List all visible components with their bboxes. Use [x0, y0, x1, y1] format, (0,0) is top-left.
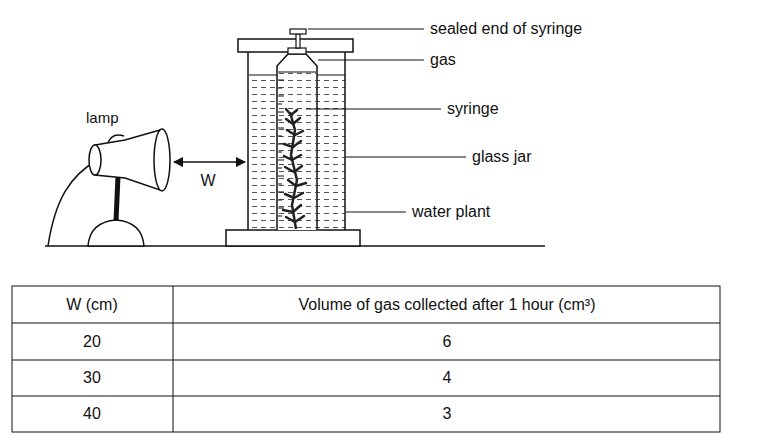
table-header: W (cm) [66, 295, 118, 314]
table-border [12, 286, 720, 432]
syringe-seal [296, 34, 300, 48]
table-cell: 6 [443, 332, 452, 351]
jar-wall [247, 52, 249, 230]
leader-line [346, 212, 406, 213]
table-cell: 20 [83, 332, 101, 351]
jar-base [226, 230, 360, 246]
table-cell: 40 [83, 404, 101, 423]
lamp-handle [108, 135, 124, 143]
lamp-face [154, 129, 170, 191]
part-label: lamp [86, 109, 119, 127]
leader-line [346, 157, 466, 158]
part-label: gas [430, 50, 456, 69]
part-label: glass jar [472, 147, 532, 166]
table-cell: 30 [83, 368, 101, 387]
leader-line [306, 109, 441, 110]
leader-line [308, 29, 424, 30]
plant-leaves [283, 109, 306, 222]
part-label: syringe [447, 99, 499, 118]
syringe-neck [288, 48, 306, 54]
lamp-base [88, 220, 144, 246]
lamp-stand [116, 176, 118, 221]
distance-arrow [174, 161, 245, 162]
table-cell: 4 [443, 368, 452, 387]
lamp-shade [95, 130, 160, 190]
lamp-cord [48, 160, 98, 246]
table-rule [173, 286, 174, 432]
syringe-water [278, 72, 316, 230]
lamp-back [89, 145, 101, 175]
syringe-seal [290, 29, 306, 34]
syringe-outline [277, 54, 317, 230]
part-label: sealed end of syringe [430, 19, 582, 38]
syringe-water-level [278, 72, 316, 73]
table-header: Volume of gas collected after 1 hour (cm… [298, 295, 595, 314]
syringe-body [277, 54, 317, 230]
jar-wall [344, 52, 346, 230]
table-rule [12, 396, 720, 397]
table-rule [12, 360, 720, 361]
table-cell: 3 [443, 404, 452, 423]
syringe-scale [278, 80, 284, 216]
table-rule [12, 323, 720, 324]
leader-line [318, 60, 424, 61]
part-label: water plant [412, 202, 490, 221]
dimension-label: W [200, 171, 215, 190]
